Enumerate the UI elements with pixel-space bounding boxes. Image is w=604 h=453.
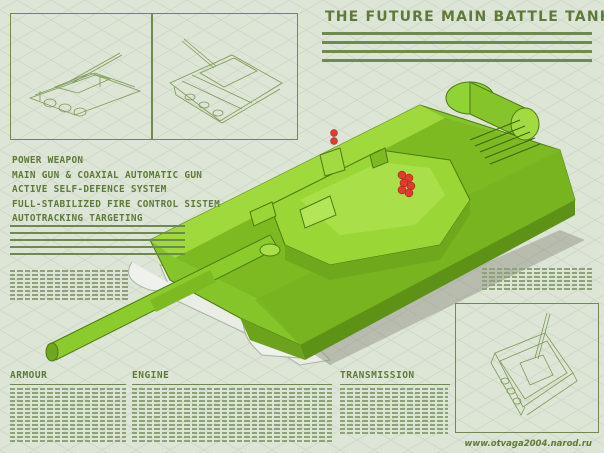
features-rule-4: [10, 246, 185, 248]
transmission-text: [340, 388, 448, 438]
section-rule-engine: [132, 384, 332, 385]
features-rule-2: [10, 232, 185, 234]
wireframe-panel-3: [455, 303, 599, 433]
title-rule-2: [322, 41, 592, 44]
section-rule-armour: [10, 384, 126, 385]
title-rule-3: [322, 50, 592, 53]
features-rule-5: [10, 253, 185, 255]
feature-item: POWER WEAPON: [12, 155, 84, 166]
wireframe-tank-side: [28, 52, 142, 117]
section-rule-transmission: [340, 384, 450, 385]
description-text-right: [482, 268, 594, 294]
website-url: www.otvaga2004.narod.ru: [464, 439, 592, 449]
poster-title: THE FUTURE MAIN BATTLE TANK: [325, 9, 604, 25]
features-list: POWER WEAPON MAIN GUN & COAXIAL AUTOMATI…: [12, 154, 220, 227]
wireframe-tank-top: [490, 312, 578, 416]
title-rule-1: [322, 32, 592, 35]
description-text-left: [10, 270, 130, 305]
title-rule-4: [322, 59, 592, 62]
wireframe-panel-2: [152, 13, 298, 140]
section-label-armour: ARMOUR: [10, 370, 48, 381]
feature-item: FULL-STABILIZED FIRE CONTROL SISTEM: [12, 198, 221, 210]
section-label-engine: ENGINE: [132, 370, 170, 381]
engine-text: [132, 388, 332, 446]
armour-text: [10, 388, 126, 446]
features-rule-3: [10, 239, 185, 241]
wireframe-panel-1: [10, 13, 152, 140]
feature-item: MAIN GUN & COAXIAL AUTOMATIC GUN: [12, 169, 203, 181]
features-rule: [10, 225, 185, 227]
feature-item: ACTIVE SELF-DEFENCE SYSTEM: [12, 184, 167, 195]
wireframe-tank-isometric: [169, 38, 283, 124]
section-label-transmission: TRANSMISSION: [340, 370, 415, 381]
feature-item: AUTOTRACKING TARGETING: [12, 213, 143, 224]
